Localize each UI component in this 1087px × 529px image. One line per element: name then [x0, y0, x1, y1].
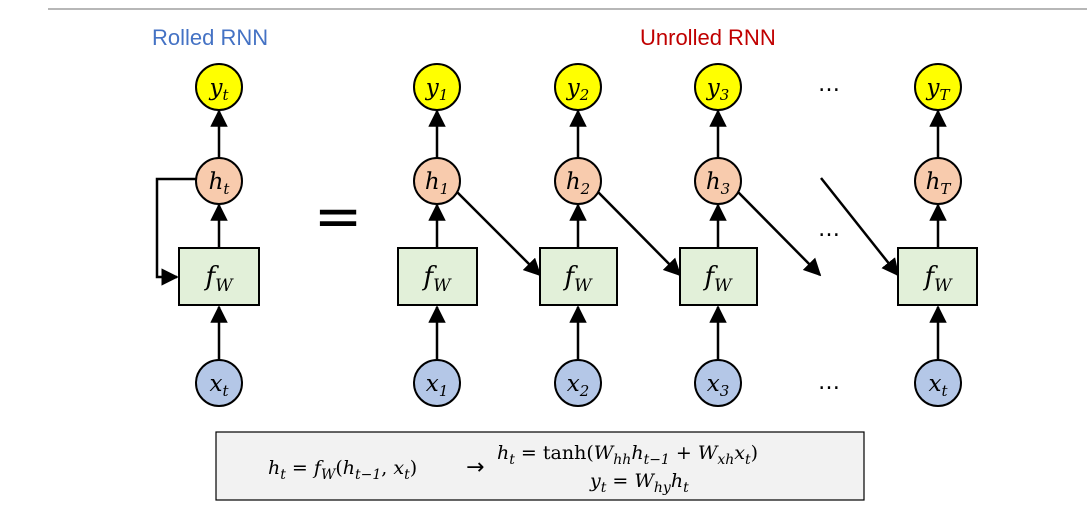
equation-box: [215, 431, 865, 501]
step-1-input-node: [413, 359, 461, 407]
rolled-function-box: [178, 247, 260, 306]
step-3-input-node: [694, 359, 742, 407]
recurrence-equation: ht = fW(ht−1, xt): [268, 457, 417, 483]
step-1-hidden-node: [413, 157, 461, 205]
step-2-hidden-node: [554, 157, 602, 205]
step-3-hidden-label: h3: [706, 169, 730, 198]
step-3-recurrent-arrow: [737, 191, 822, 277]
rolled-input-node: [195, 359, 243, 407]
unrolled-rnn-title: Unrolled RNN: [640, 25, 776, 50]
step-1-hidden-label: h1: [425, 169, 449, 198]
step-T-hidden-label: hT: [926, 169, 952, 198]
step-2-output-node: [554, 63, 602, 111]
step-3-output-label: y3: [706, 75, 730, 104]
step-2-input-label: x2: [567, 371, 590, 400]
equation-panel: ht = fW(ht−1, xt) → ht = tanh(Whhht−1 + …: [215, 431, 865, 501]
equals-sign: =: [314, 182, 363, 250]
implies-arrow: →: [466, 455, 484, 480]
rolled-output-label: yt: [208, 75, 229, 104]
unrolled-step-1: y1 h1 fW x1: [397, 63, 542, 407]
step-1-function-box: [397, 247, 478, 306]
rolled-hidden-label: ht: [209, 169, 231, 198]
unrolled-step-3: y3 h3 fW x3: [679, 63, 822, 407]
step-T-output-label: yT: [925, 75, 950, 104]
step-1-input-label: x1: [426, 371, 449, 400]
step-T-function-box: [897, 247, 978, 306]
step-3-output-node: [694, 63, 742, 111]
step-1-output-label: y1: [425, 75, 449, 104]
step-T-incoming-arrow: [820, 177, 900, 277]
step-T-input-node: [914, 359, 962, 407]
rolled-hidden-node: [195, 157, 243, 205]
step-T-hidden-node: [914, 157, 962, 205]
rolled-output-node: [195, 63, 243, 111]
step-1-output-node: [413, 63, 461, 111]
ellipsis-function: …: [818, 217, 840, 242]
step-3-hidden-node: [694, 157, 742, 205]
ellipsis-input: …: [818, 370, 840, 395]
unrolled-step-T: yT hT fW xt: [820, 63, 978, 407]
step-T-output-node: [914, 63, 962, 111]
step-1-recurrent-arrow: [456, 191, 542, 277]
step-3-function-box: [679, 247, 758, 306]
hidden-state-equation: ht = tanh(Whhht−1 + Wxhxt): [497, 442, 758, 468]
step-2-function-box: [539, 247, 618, 306]
rolled-rnn-title: Rolled RNN: [152, 25, 268, 50]
step-3-input-label: x3: [707, 371, 730, 400]
ellipsis-output: …: [818, 72, 840, 97]
step-T-input-label: xt: [928, 371, 948, 400]
step-2-input-node: [554, 359, 602, 407]
step-2-hidden-label: h2: [566, 169, 590, 198]
rolled-input-label: xt: [209, 371, 229, 400]
step-2-recurrent-arrow: [597, 191, 682, 277]
step-2-output-label: y2: [566, 75, 590, 104]
recurrence-loop-arrow: [155, 177, 196, 286]
unrolled-step-2: y2 h2 fW x2: [539, 63, 682, 407]
rolled-column: yt ht fW xt: [155, 63, 260, 407]
output-equation: yt = Whyht: [589, 470, 689, 496]
